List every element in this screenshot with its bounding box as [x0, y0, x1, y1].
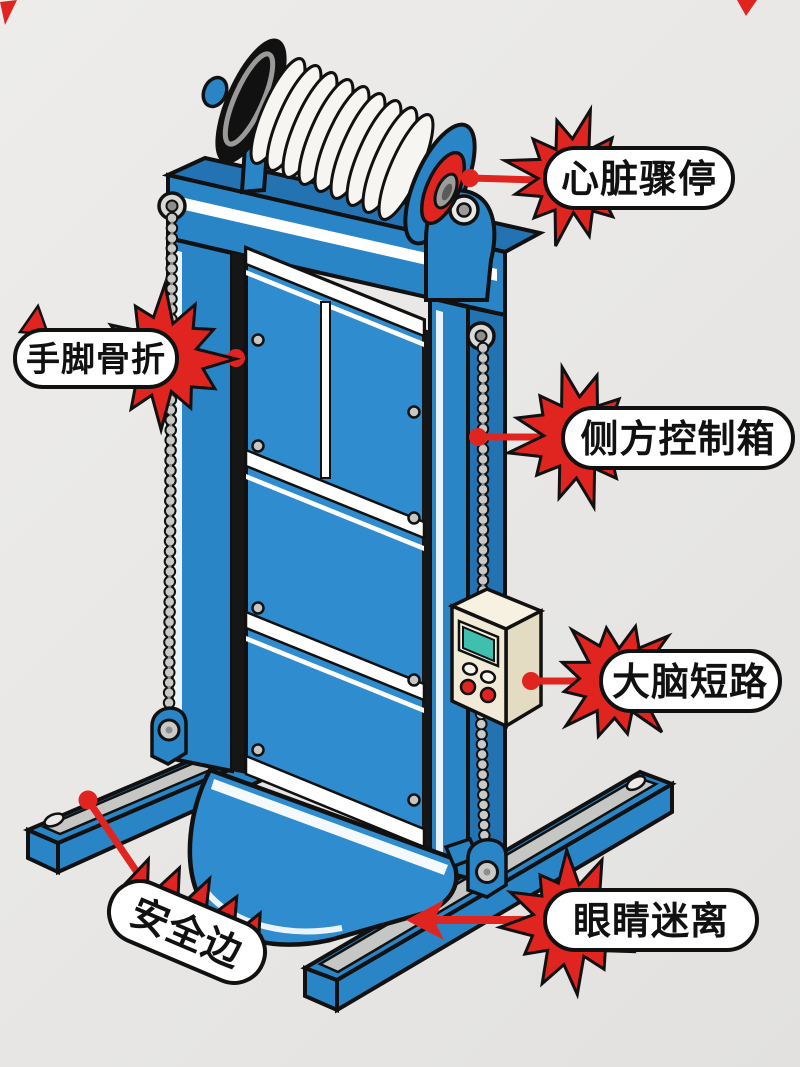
drum-axle-peg	[201, 75, 229, 109]
callout-label-blurred-eyes: 眼睛迷离	[573, 901, 729, 943]
door-face	[244, 245, 426, 848]
rail-slot-hole	[625, 774, 647, 792]
callout-limb-fracture: 手脚骨折	[13, 278, 245, 436]
control-box	[447, 587, 546, 730]
callout-pill	[13, 328, 179, 389]
door-vertical-strip	[320, 301, 331, 479]
door-rail-2-thin	[246, 636, 424, 713]
door-gap-right	[422, 328, 430, 858]
button-red-2	[479, 686, 497, 704]
right-post-highlight	[436, 310, 443, 862]
callout-dot	[461, 169, 479, 187]
callout-label-cardiac-arrest: 心脏骤停	[561, 159, 717, 201]
chain-tensioner-right	[443, 836, 508, 899]
control-buttons	[459, 662, 497, 704]
button-white-2	[479, 670, 497, 684]
corner-speck-top-right	[737, 0, 757, 16]
chain-tensioner-left	[150, 706, 188, 766]
cable-drum	[201, 38, 497, 302]
deflector-highlight	[211, 779, 448, 875]
door-panels	[232, 245, 430, 858]
door-trim-top	[244, 246, 426, 338]
callout-pill	[543, 888, 759, 952]
button-red-1	[459, 678, 477, 696]
top-beam-highlight	[176, 196, 497, 281]
callout-dot	[469, 428, 487, 446]
control-screen	[462, 625, 495, 663]
callout-dot	[78, 790, 98, 810]
callout-side-control-box: 侧方控制箱	[469, 361, 795, 513]
callout-label-limb-fracture: 手脚骨折	[26, 341, 166, 379]
deflector-edge-highlight	[202, 888, 343, 935]
callout-blurred-eyes: 眼睛迷离	[406, 844, 759, 1000]
callout-pill	[599, 649, 782, 713]
control-box-side	[504, 608, 543, 730]
left-chain	[150, 191, 188, 766]
button-white-1	[461, 662, 479, 676]
callout-pill	[543, 146, 735, 210]
drum-body	[249, 57, 435, 221]
right-post	[428, 295, 470, 881]
callout-brain-short: 大脑短路	[522, 622, 782, 740]
door-rail-1	[244, 448, 426, 540]
door-gap-left	[232, 253, 246, 774]
callout-label-brain-short: 大脑短路	[612, 662, 768, 704]
callout-dot	[522, 672, 540, 690]
callout-label-side-control-box: 侧方控制箱	[580, 419, 775, 461]
right-chain	[443, 321, 508, 899]
deflector-plate	[187, 767, 459, 947]
door-trim-top-thin	[246, 270, 424, 347]
door-rail-2	[244, 610, 426, 702]
callout-arrowhead	[406, 900, 444, 940]
callout-pill	[107, 879, 267, 985]
callout-safety-edge: 安全边	[78, 790, 267, 985]
callout-pill	[561, 406, 795, 470]
door-rail-1-thin	[246, 474, 424, 551]
door-bolts	[251, 333, 421, 807]
callout-cardiac-arrest: 心脏骤停	[461, 104, 735, 247]
corner-speck-top-left	[0, 0, 17, 25]
rail-slot-hole	[43, 812, 65, 828]
